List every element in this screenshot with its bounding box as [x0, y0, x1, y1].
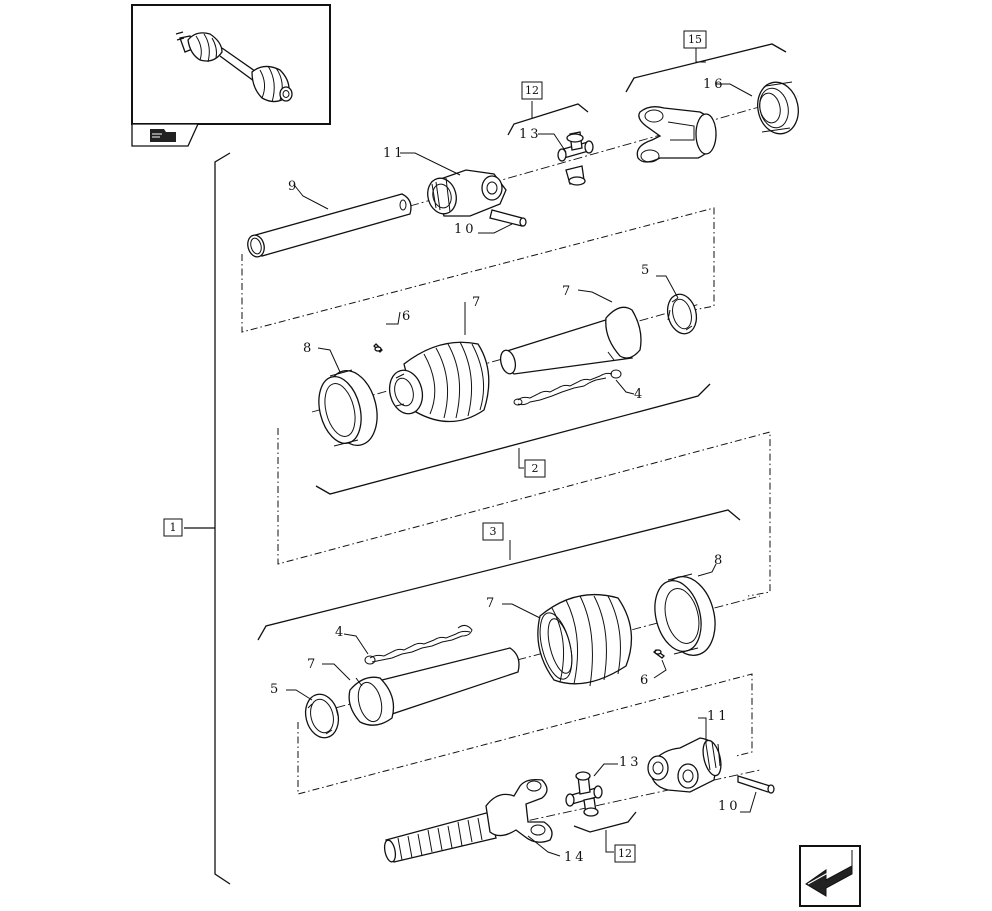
- svg-text:7: 7: [307, 657, 318, 672]
- svg-text:14: 14: [564, 850, 587, 865]
- inner-yoke-part-11-top: [427, 169, 507, 217]
- thumbnail-panel[interactable]: [131, 4, 331, 125]
- back-arrow-icon: [805, 850, 853, 897]
- outer-yoke-part-15: [636, 106, 717, 163]
- svg-text:8: 8: [714, 553, 725, 568]
- svg-text:13: 13: [619, 755, 642, 770]
- svg-text:15: 15: [688, 33, 702, 46]
- svg-text:2: 2: [532, 462, 539, 475]
- pin-part-10-top: [489, 209, 527, 227]
- bearing-ring-part-8-lower: [654, 573, 716, 656]
- guard-tube-part-7-lower: [348, 647, 520, 726]
- svg-text:6: 6: [402, 309, 413, 324]
- book-icon: [150, 129, 176, 142]
- svg-text:13: 13: [519, 127, 542, 142]
- inner-yoke-part-11-lower: [647, 737, 722, 793]
- callout-3: 3: [482, 522, 504, 541]
- callout-12-top: 12: [521, 81, 543, 100]
- svg-text:12: 12: [618, 847, 632, 860]
- screw-part-6-lower: [653, 649, 665, 659]
- svg-text:12: 12: [525, 84, 539, 97]
- cross-spider-part-13-top: [557, 131, 594, 186]
- svg-text:6: 6: [640, 673, 651, 688]
- collar-part-16: [757, 81, 799, 135]
- back-arrow-button[interactable]: [799, 845, 861, 907]
- svg-text:10: 10: [454, 222, 477, 237]
- svg-text:1: 1: [170, 521, 177, 534]
- svg-text:4: 4: [335, 625, 346, 640]
- screw-part-6-upper: [373, 343, 383, 353]
- thumbnail-shaft-icon: [175, 31, 293, 103]
- cross-spider-part-13-lower: [565, 771, 603, 817]
- bearing-ring-part-8-upper: [318, 369, 378, 447]
- svg-text:11: 11: [707, 709, 730, 724]
- pin-part-10-lower: [737, 775, 775, 794]
- outer-tube-part-9: [247, 193, 412, 258]
- splined-yoke-part-14: [383, 778, 553, 863]
- callout-2: 2: [524, 459, 546, 478]
- guard-tube-part-7-upper: [499, 306, 642, 375]
- svg-text:16: 16: [703, 77, 726, 92]
- retaining-clip-part-5-lower: [304, 693, 340, 739]
- svg-text:10: 10: [718, 799, 741, 814]
- callout-15: 15: [683, 30, 707, 49]
- svg-text:9: 9: [288, 179, 299, 194]
- svg-text:3: 3: [490, 525, 497, 538]
- callout-1: 1: [163, 518, 183, 537]
- book-icon-tab[interactable]: [131, 123, 200, 147]
- svg-text:5: 5: [270, 682, 281, 697]
- guard-cone-part-7-lower: [537, 593, 632, 687]
- svg-text:7: 7: [472, 295, 483, 310]
- callout-12-bottom: 12: [614, 844, 636, 863]
- retaining-clip-part-5-upper: [666, 293, 698, 335]
- svg-text:7: 7: [486, 596, 497, 611]
- svg-text:5: 5: [641, 263, 652, 278]
- safety-chain-part-4-lower: [364, 624, 473, 665]
- svg-text:8: 8: [303, 341, 314, 356]
- assembly-bracket: [184, 152, 231, 885]
- svg-text:11: 11: [383, 146, 406, 161]
- guard-cone-part-7-upper: [388, 341, 490, 423]
- svg-text:4: 4: [634, 387, 645, 402]
- svg-text:7: 7: [562, 284, 573, 299]
- safety-chain-part-4-upper: [513, 369, 622, 406]
